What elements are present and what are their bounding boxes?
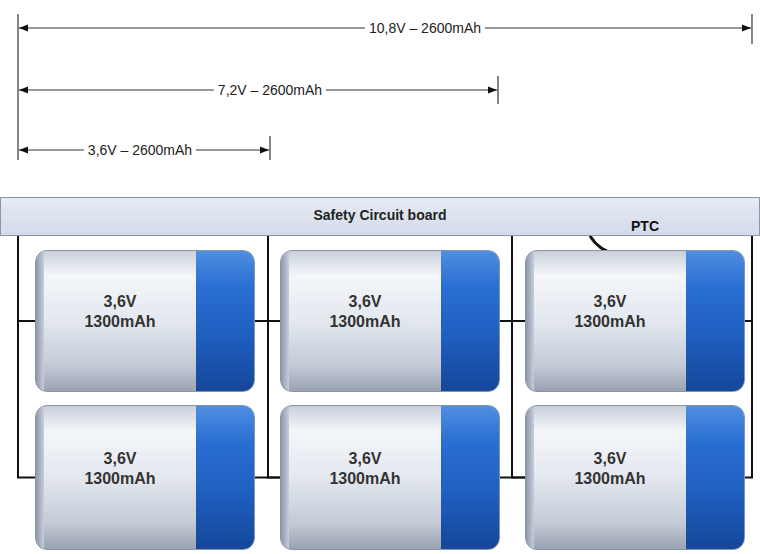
cell-voltage: 3,6V [540,449,680,469]
battery-cell: 3,6V1300mAh [525,250,745,392]
cell-end [36,251,44,391]
wire [18,236,35,478]
wire [268,236,280,321]
battery-cell: 3,6V1300mAh [280,405,500,550]
wire [500,477,525,479]
battery-cell: 3,6V1300mAh [35,250,255,392]
cell-rating: 3,6V1300mAh [50,292,190,332]
cell-end [526,251,534,391]
cell-wrap-band [196,251,254,391]
wire [18,236,35,321]
wire [512,236,525,478]
cell-rating: 3,6V1300mAh [50,449,190,489]
cell-capacity: 1300mAh [295,469,435,489]
cell-end [36,406,44,549]
cell-rating: 3,6V1300mAh [295,449,435,489]
cell-rating: 3,6V1300mAh [295,292,435,332]
cell-capacity: 1300mAh [50,469,190,489]
cell-wrap-band [441,406,499,549]
extension-line [751,14,752,44]
cell-end [281,406,289,549]
cell-capacity: 1300mAh [295,312,435,332]
cell-wrap-band [686,251,744,391]
cell-voltage: 3,6V [295,292,435,312]
cell-capacity: 1300mAh [540,312,680,332]
cell-wrap-band [686,406,744,549]
wire [255,320,280,322]
part-label: PTC [627,218,663,234]
cell-voltage: 3,6V [50,292,190,312]
cell-end [526,406,534,549]
wire [500,320,525,322]
cell-voltage: 3,6V [295,449,435,469]
battery-cell: 3,6V1300mAh [280,250,500,392]
dimension-label: 10,8V – 2600mAh [365,20,485,36]
battery-cell: 3,6V1300mAh [525,405,745,550]
wire [512,236,525,321]
wire [268,236,280,478]
cell-capacity: 1300mAh [540,469,680,489]
cell-capacity: 1300mAh [50,312,190,332]
extension-line [17,14,18,160]
cell-wrap-band [196,406,254,549]
dimension-label: 3,6V – 2600mAh [84,142,196,158]
cell-wrap-band [441,251,499,391]
wire [745,236,752,321]
extension-line [497,76,498,104]
board-title: Safety Circuit board [313,207,446,223]
wire [255,477,280,479]
dimension-label: 7,2V – 2600mAh [214,82,326,98]
cell-rating: 3,6V1300mAh [540,292,680,332]
extension-line [269,136,270,160]
battery-cell: 3,6V1300mAh [35,405,255,550]
cell-rating: 3,6V1300mAh [540,449,680,489]
cell-voltage: 3,6V [50,449,190,469]
cell-voltage: 3,6V [540,292,680,312]
cell-end [281,251,289,391]
wire [745,236,752,478]
